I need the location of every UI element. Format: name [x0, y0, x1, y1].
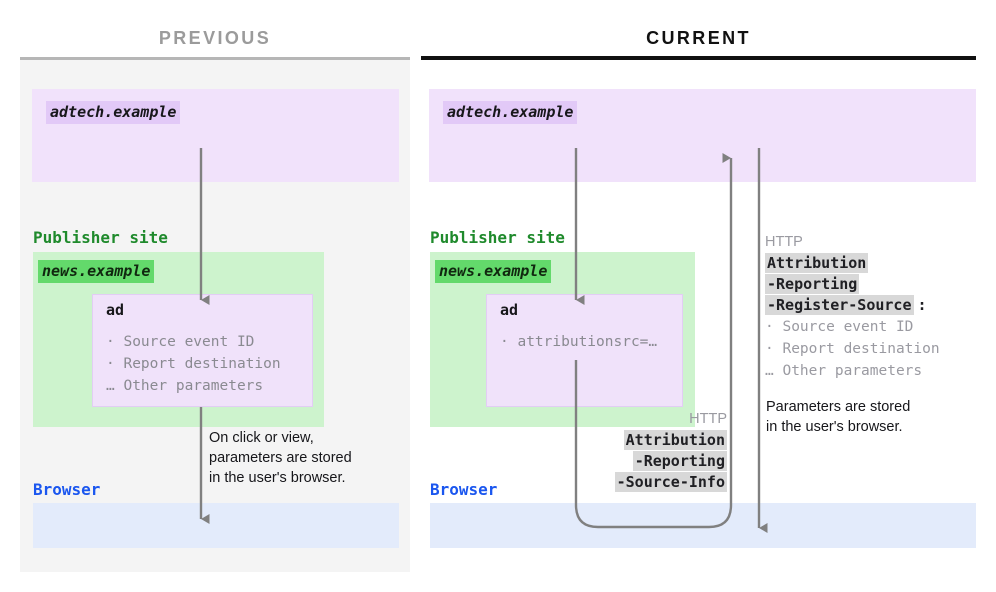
ad-title-current: ad — [500, 301, 519, 319]
note-previous: On click or view, parameters are stored … — [209, 430, 352, 486]
ad-params-current: · attributionsrc=… — [500, 331, 657, 353]
http-header-line: -Register-Source — [765, 295, 914, 315]
http-header-line: Attribution — [623, 430, 727, 450]
http-header-line: -Reporting — [632, 451, 727, 471]
http-response-header-current: HTTP Attribution -Reporting -Register-So… — [765, 232, 980, 382]
http-protocol-label: HTTP — [765, 234, 803, 250]
browser-box-previous — [33, 503, 399, 548]
http-protocol-label: HTTP — [689, 411, 727, 427]
http-request-header-current: HTTP Attribution -Reporting -Source-Info — [527, 409, 727, 493]
publisher-chip-previous: news.example — [38, 260, 155, 283]
ad-params-previous: · Source event ID · Report destination …… — [106, 331, 281, 397]
ad-param-item: · attributionsrc=… — [500, 334, 658, 350]
http-header-colon: : — [917, 296, 927, 314]
http-header-line: -Source-Info — [614, 472, 727, 492]
publisher-chip-current: news.example — [435, 260, 552, 283]
publisher-title-current: Publisher site — [430, 228, 565, 247]
panel-heading-current: CURRENT — [646, 28, 751, 48]
ad-param-item: … Other parameters — [106, 378, 264, 394]
note-current: Parameters are stored in the user's brow… — [766, 399, 911, 435]
ad-param-item: · Source event ID — [106, 334, 255, 350]
http-param-item: · Report destination — [765, 341, 940, 357]
ad-param-item: · Report destination — [106, 356, 281, 372]
ad-title-previous: ad — [106, 301, 125, 319]
http-header-line: Attribution — [765, 253, 869, 273]
adtech-chip-current: adtech.example — [443, 101, 578, 124]
divider-previous — [20, 57, 410, 60]
http-header-line: -Reporting — [765, 274, 860, 294]
http-param-item: … Other parameters — [765, 363, 923, 379]
divider-current — [421, 56, 976, 60]
ad-box-previous — [92, 294, 313, 407]
browser-box-current — [430, 503, 976, 548]
browser-title-previous: Browser — [33, 480, 101, 499]
http-param-item: · Source event ID — [765, 319, 914, 335]
browser-title-current: Browser — [430, 480, 498, 499]
adtech-chip-previous: adtech.example — [46, 101, 181, 124]
publisher-title-previous: Publisher site — [33, 228, 168, 247]
panel-heading-previous: PREVIOUS — [158, 28, 272, 48]
